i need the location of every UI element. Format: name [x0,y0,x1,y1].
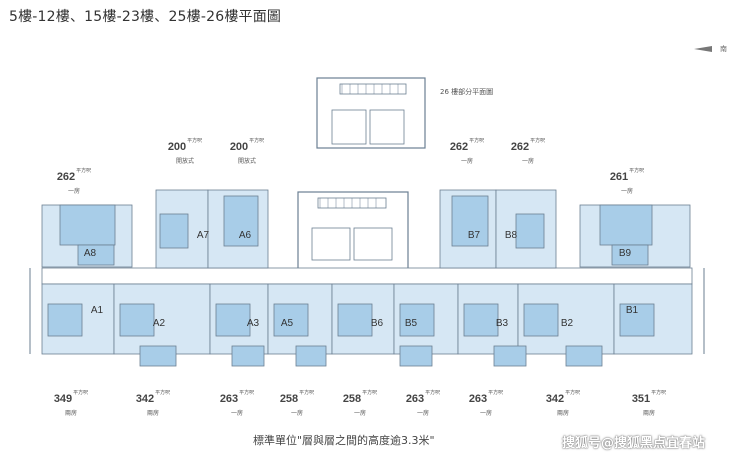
page-title: 5樓-12樓、15樓-23樓、25樓-26樓平面圖 [9,9,282,25]
unit-label: B8 [504,230,518,241]
balcony [399,345,433,367]
north-indicator: 南 [694,44,727,54]
area-label-top: 200平方呎 開放式 [167,138,203,165]
unit-label: A3 [246,318,260,329]
unit-bottom-room [273,303,309,337]
area-label-bottom: 263平方呎 一房 [468,390,504,417]
unit-b8-room [515,213,545,249]
unit-label: B3 [495,318,509,329]
lift-shaft [311,227,351,261]
unit-b9-bedroom [599,204,653,246]
unit-bottom-room [463,303,499,337]
area-label-bottom: 263平方呎 一房 [219,390,255,417]
unit-bottom-room [337,303,373,337]
lift-shaft [369,109,405,145]
unit-a8-bath [77,244,115,266]
corridor [41,267,693,285]
unit-bottom-room [399,303,435,337]
area-label-top: 262平方呎 一房 [449,138,485,165]
unit-bottom-room [619,303,655,337]
unit-label: B9 [618,248,632,259]
watermark: 搜狐号@搜狐黑点宜春站 [562,436,706,451]
unit-label: A6 [238,230,252,241]
unit-label: A1 [90,305,104,316]
unit-b7-room [451,195,489,247]
unit-label: A5 [280,318,294,329]
balcony [231,345,265,367]
lift-shaft [331,109,367,145]
area-label-bottom: 349平方呎 兩房 [53,390,89,417]
area-label-bottom: 258平方呎 一房 [342,390,378,417]
unit-bottom-room [119,303,155,337]
lift-shaft [353,227,393,261]
unit-bottom-room [215,303,251,337]
unit-label: B6 [370,318,384,329]
area-label-bottom: 351平方呎 兩房 [631,390,667,417]
unit-label: A8 [83,248,97,259]
area-label-bottom: 263平方呎 一房 [405,390,441,417]
area-label-bottom: 342平方呎 兩房 [135,390,171,417]
unit-bottom-room [47,303,83,337]
area-label-top: 262平方呎 一房 [510,138,546,165]
unit-b9-bath [611,244,649,266]
unit-a8-bedroom [59,204,116,246]
unit-bottom-room [523,303,559,337]
area-label-bottom: 258平方呎 一房 [279,390,315,417]
balcony [139,345,177,367]
balcony [565,345,603,367]
partial-plan-label: 26 樓部分平面圖 [440,88,494,96]
north-arrow-icon [694,46,712,53]
unit-a7-room [159,213,189,249]
unit-label: B5 [404,318,418,329]
north-label: 南 [719,46,727,53]
balcony [295,345,327,367]
area-label-top: 200平方呎 開放式 [229,138,265,165]
unit-label: B1 [625,305,639,316]
area-label-bottom: 342平方呎 兩房 [545,390,581,417]
unit-a6-room [223,195,259,247]
footnote: 標準單位"層與層之間的高度逾3.3米" [253,434,435,447]
unit-label: B2 [560,318,574,329]
area-label-top: 261平方呎 一房 [609,168,645,195]
balcony [493,345,527,367]
unit-label: A7 [196,230,210,241]
unit-label: A2 [152,318,166,329]
stair-block [339,83,407,95]
unit-label: B7 [467,230,481,241]
area-label-top: 262平方呎 一房 [56,168,92,195]
